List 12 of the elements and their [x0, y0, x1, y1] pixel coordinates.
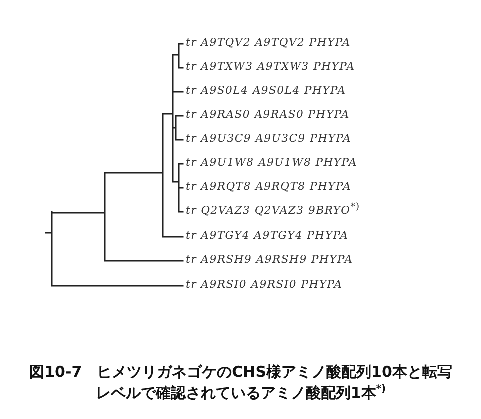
- sequence-label: tr A9RQT8 A9RQT8 PHYPA: [186, 180, 352, 194]
- sequence-label: tr A9U3C9 A9U3C9 PHYPA: [186, 132, 352, 146]
- sequence-label: tr A9TQV2 A9TQV2 PHYPA: [186, 36, 351, 50]
- figure-caption: 図10-7 ヒメツリガネゴケのCHS様アミノ酸配列10本と転写レベルで確認されているアミノ酸配列1本$^{*)}$: [28, 362, 454, 404]
- sequence-label: tr A9RSH9 A9RSH9 PHYPA: [186, 253, 354, 267]
- sequence-label: tr A9RAS0 A9RAS0 PHYPA: [186, 108, 350, 122]
- sequence-label: tr A9RSI0 A9RSI0 PHYPA: [186, 278, 343, 292]
- sequence-label: tr A9TXW3 A9TXW3 PHYPA: [186, 60, 356, 74]
- sequence-label: tr Q2VAZ3 Q2VAZ3 9BRYO$^{*)}$: [186, 204, 360, 218]
- sequence-label: tr A9S0L4 A9S0L4 PHYPA: [186, 84, 346, 98]
- sequence-label: tr A9TGY4 A9TGY4 PHYPA: [186, 229, 349, 243]
- sequence-label: tr A9U1W8 A9U1W8 PHYPA: [186, 156, 358, 170]
